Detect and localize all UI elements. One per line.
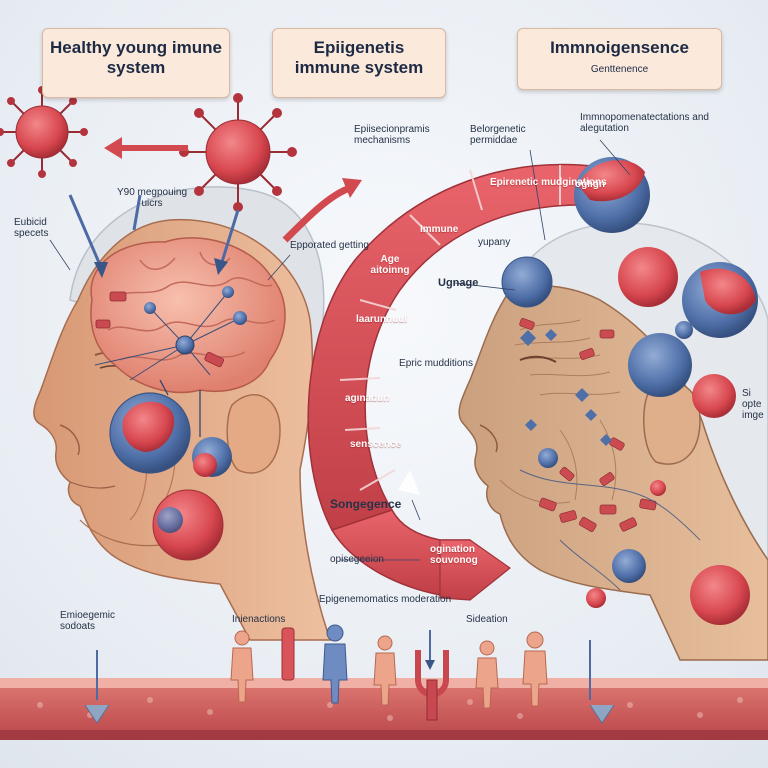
label-epric-modifications: Epric mudditions [399,358,473,369]
label-songegence: Songegence [330,497,402,511]
label-eubicid-specets: Eubicid specets [14,217,49,239]
left-brain [90,237,286,394]
arrow-icon [68,137,362,278]
arc-label-aginadun: agınadun [345,393,390,404]
arc-label-immune: Immune [420,224,459,235]
human-figure-icon [230,624,548,721]
header-box-left: Healthy young imune system [42,28,230,98]
arc-label-ogimolution: ogination souvonog [430,544,478,566]
virus-icon [179,93,297,212]
label-epigenomatic-moderation: Epigenemomatics moderation [318,594,452,605]
label-immunogenetic-adaptation: Immnopomenatectations and alegutation [580,112,709,134]
label-emiogegemic-sodoats: Emioegemic sodoats [60,610,116,632]
label-sideation: Sideation [466,614,508,625]
label-epigenomic-mechanisms: Epiisecionpramis mechanisms [354,124,430,146]
arc-label-epigenetic-modifications: Epirenetic mudginations [490,177,607,188]
label-right-edge: Si opte imge [742,388,764,421]
header-middle-text: Epiigenetis immune system [294,38,424,77]
virus-icon [0,86,88,178]
header-box-middle: Epiigenetis immune system [272,28,446,98]
leader-lines [49,139,631,561]
arc-label-immunoredial: laarunnuul [356,314,408,325]
header-right-subtitle: Genttenence [590,63,649,75]
arc-label-oglign: oglign [575,179,605,190]
left-immune-cells [109,379,232,561]
epigenetic-cycle-arc [307,163,641,601]
label-ugnage: Ugnage [438,277,479,289]
header-right-title: Immnoigensence [550,38,689,57]
label-belogenetic-permiddae: Belorgenetic permiddae [470,124,526,146]
header-box-right: Immnoigensence Genttenence [517,28,722,90]
label-yupany: yupany [478,237,511,248]
arc-label-senescence: senscence [350,439,402,450]
label-interactions: Inienactions [232,614,286,625]
label-y90-migrating: Y90 megpouing uicrs [116,187,188,209]
label-epigenetic-getting: Epporated getting [290,240,369,251]
left-ear [226,394,281,474]
label-epigenegion: opisegeeion [330,554,384,565]
right-immune-cells [501,157,758,625]
header-left-text: Healthy young imune system [50,38,222,77]
arc-label-age-altering: Age aitoinng [370,254,410,276]
